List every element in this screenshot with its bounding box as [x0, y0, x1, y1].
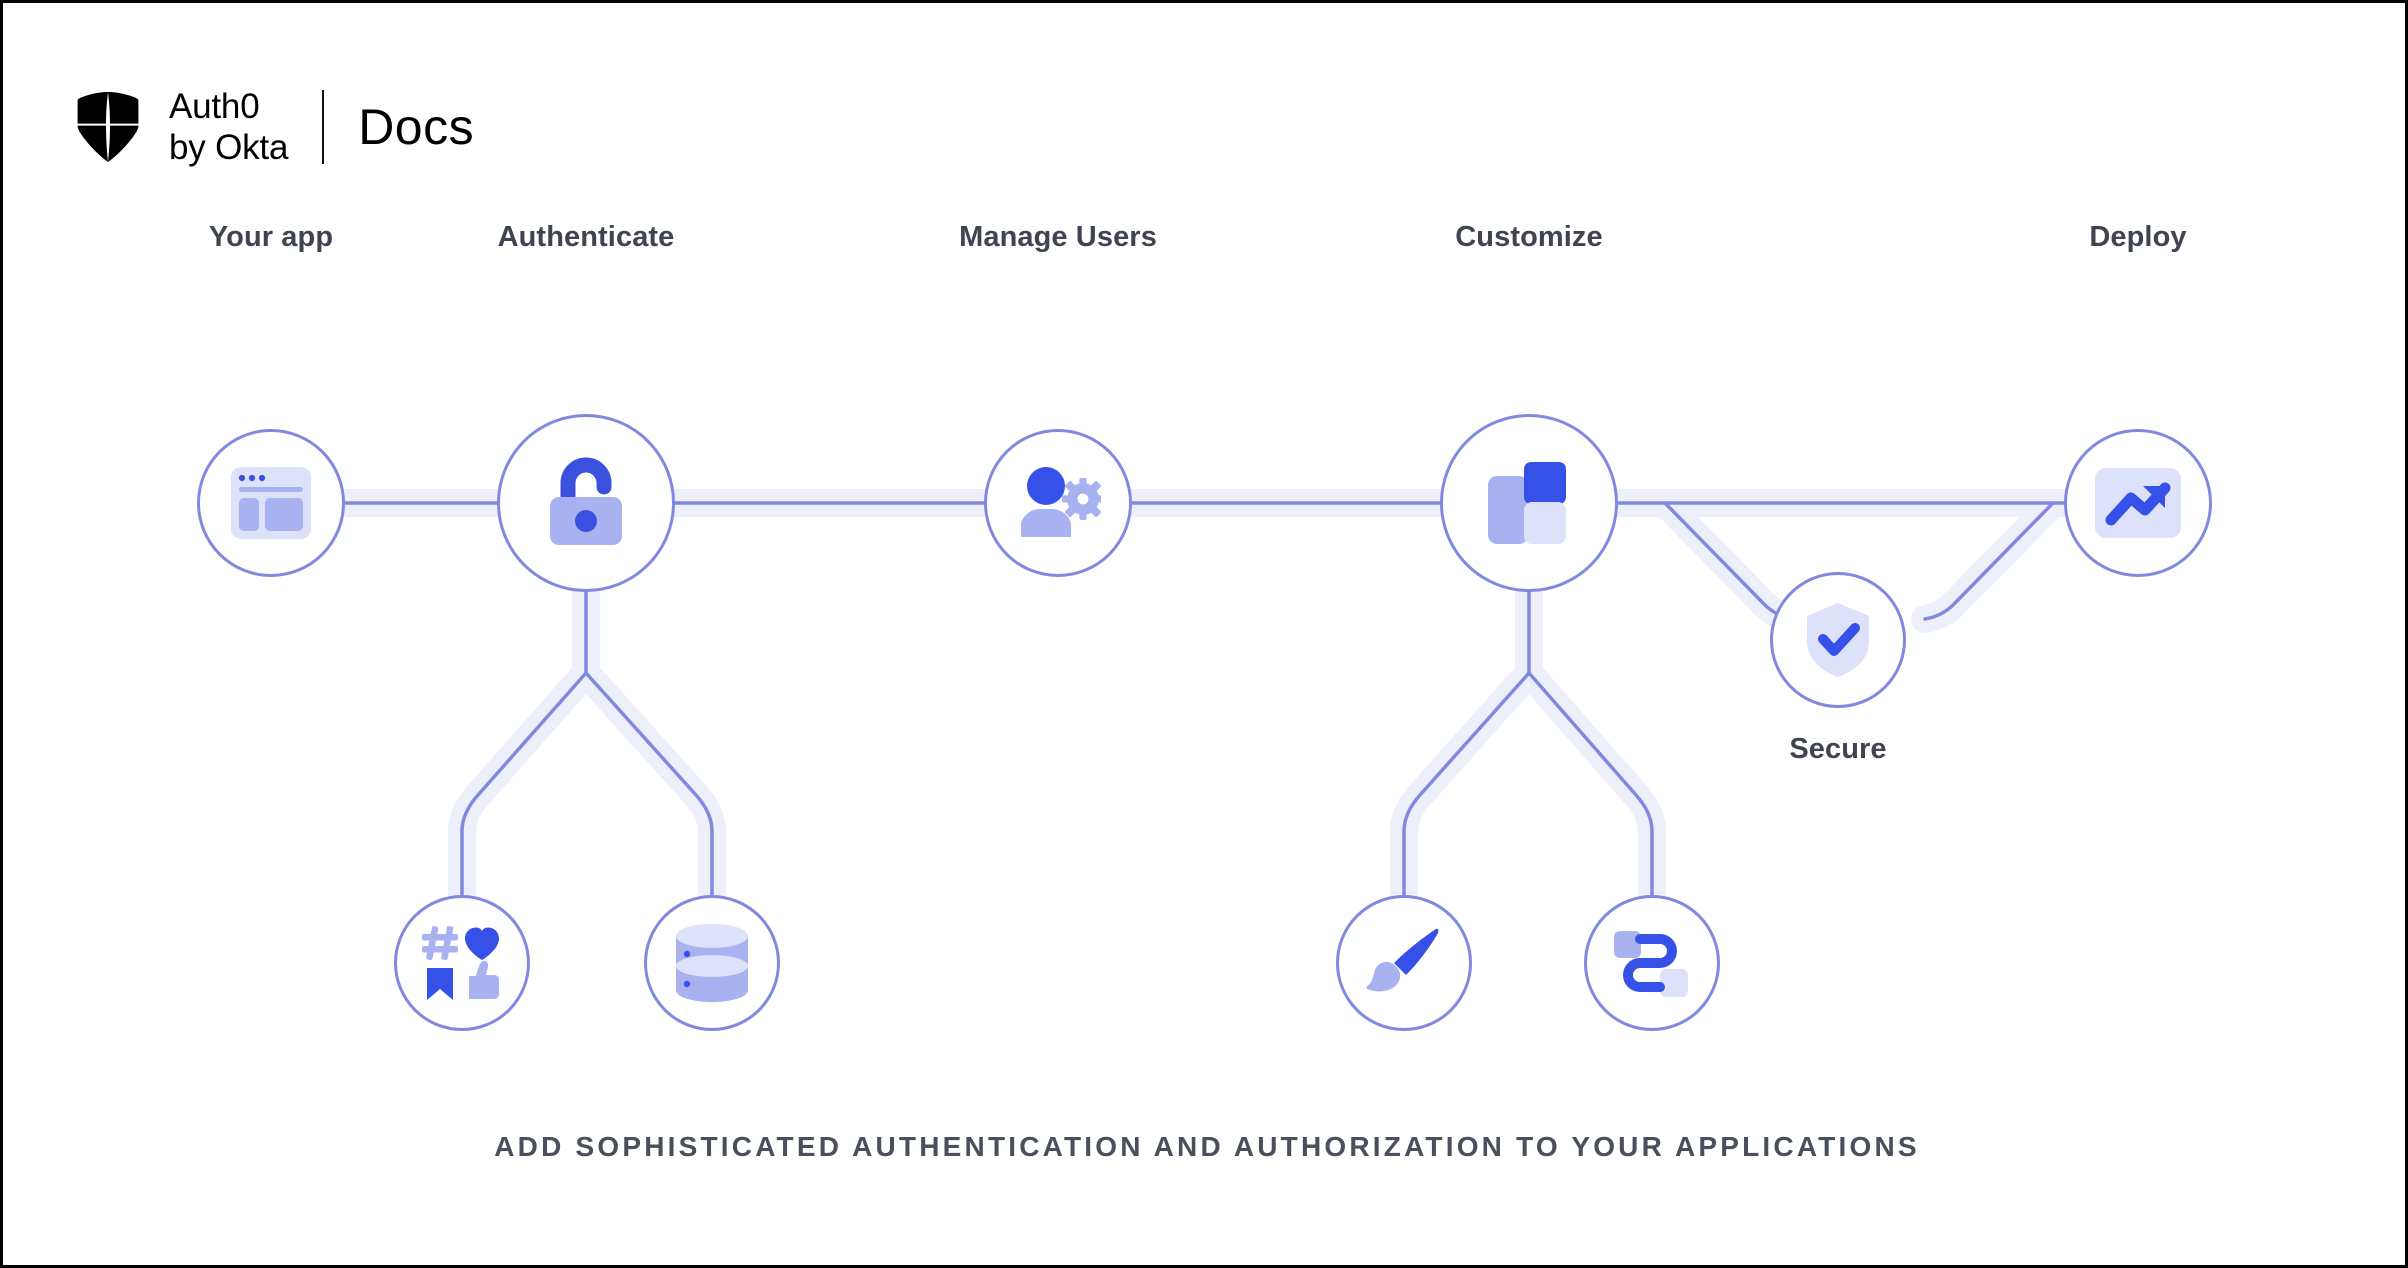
node-extensibility[interactable] — [1584, 895, 1720, 1031]
brand-line-2: by Okta — [169, 128, 289, 167]
node-label-customize: Customize — [1455, 221, 1603, 253]
page-caption: ADD SOPHISTICATED AUTHENTICATION AND AUT… — [494, 1131, 1920, 1162]
node-customize[interactable] — [1440, 414, 1618, 592]
unlock-icon — [544, 455, 628, 551]
diagram-connectors — [3, 303, 2408, 1083]
database-icon — [672, 922, 752, 1004]
flow-link-icon — [1614, 927, 1690, 999]
paintbrush-icon — [1366, 925, 1442, 1001]
node-authenticate[interactable] — [497, 414, 675, 592]
brand-header[interactable]: Auth0 by Okta Docs — [75, 85, 474, 169]
node-database[interactable] — [644, 895, 780, 1031]
node-deploy[interactable] — [2064, 429, 2212, 577]
node-label-your-app: Your app — [208, 221, 334, 253]
product-name: Docs — [358, 99, 475, 155]
node-manage-users[interactable] — [984, 429, 1132, 577]
node-branding[interactable] — [1336, 895, 1472, 1031]
brand-divider — [322, 90, 325, 164]
node-label-deploy: Deploy — [2089, 221, 2187, 253]
brand-line-1: Auth0 — [169, 86, 260, 126]
user-settings-icon — [1015, 465, 1101, 541]
node-secure[interactable] — [1770, 572, 1906, 708]
brand-wordmark: Auth0 by Okta — [169, 86, 288, 169]
social-tags-icon — [421, 924, 503, 1002]
shield-check-icon — [1803, 601, 1873, 679]
node-label-authenticate: Authenticate — [497, 221, 675, 253]
node-social[interactable] — [394, 895, 530, 1031]
blocks-icon — [1488, 462, 1570, 544]
node-label-manage-users: Manage Users — [959, 221, 1157, 253]
flow-diagram: Your app Authenticate — [3, 221, 2408, 1083]
auth0-shield-icon — [75, 90, 141, 164]
app-window-icon — [231, 467, 311, 539]
node-label-secure: Secure — [1789, 733, 1887, 765]
trending-up-icon — [2095, 468, 2181, 538]
node-your-app[interactable] — [197, 429, 345, 577]
